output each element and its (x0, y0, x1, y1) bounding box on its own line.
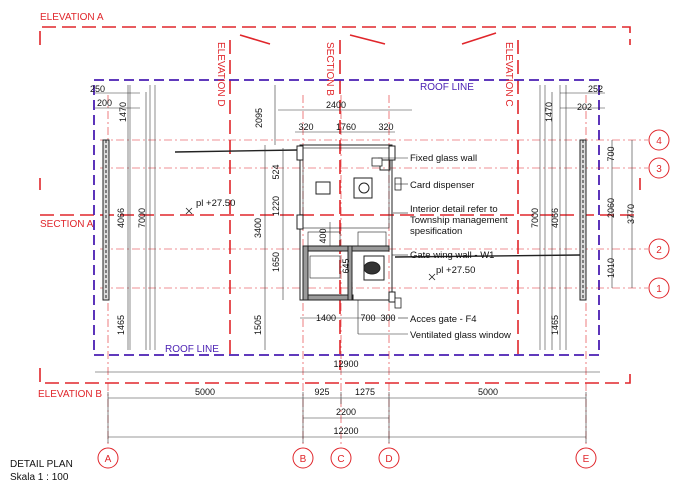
elevation-d-marker (229, 34, 271, 360)
elevation-a-marker (39, 26, 631, 45)
dim-top-200: 200 (97, 98, 112, 108)
label-elevation-c: ELEVATION C (503, 42, 514, 107)
dim-far-700: 700 (606, 146, 616, 161)
label-elevation-a: ELEVATION A (40, 12, 104, 23)
dim-mid-400: 400 (318, 228, 328, 243)
label-roof-line-bottom: ROOF LINE (165, 344, 219, 355)
note-gate-wing-wall: Gate wing wall - W1 (410, 250, 494, 261)
label-elevation-b: ELEVATION B (38, 389, 102, 400)
note-fixed-glass-wall: Fixed glass wall (410, 153, 477, 164)
dim-left-4066: 4066 (116, 208, 126, 228)
booth-fixtures (371, 157, 402, 309)
note-card-dispenser: Card dispenser (410, 180, 474, 191)
dim-right-1465: 1465 (550, 315, 560, 335)
dim-mid-1220: 1220 (271, 196, 281, 216)
dim-top-320b: 320 (378, 122, 393, 132)
dim-grid-5000b: 5000 (478, 387, 498, 397)
grid-bubble-b: B (300, 454, 307, 465)
note-ventilated-glass: Ventilated glass window (410, 330, 511, 341)
grid-bubble-4: 4 (656, 136, 662, 147)
note-interior-detail-1: Interior detail refer to (410, 204, 498, 215)
dim-bot-1400: 1400 (316, 313, 336, 323)
label-section-b: SECTION B (324, 42, 335, 96)
label-roof-line-top: ROOF LINE (420, 82, 474, 93)
dim-right-1470: 1470 (544, 102, 554, 122)
elevation-c-marker (461, 32, 519, 360)
dim-mid-645: 645 (341, 258, 351, 273)
dim-bot-700: 700 (360, 313, 375, 323)
dim-far-2060: 2060 (606, 198, 616, 218)
dim-grid-12200: 12200 (333, 426, 358, 436)
level-markers (185, 207, 436, 281)
dim-grid-1275: 1275 (355, 387, 375, 397)
dim-mid-524: 524 (271, 164, 281, 179)
dim-mid-1650: 1650 (271, 252, 281, 272)
dim-far-1010: 1010 (606, 258, 616, 278)
grid-bubble-2: 2 (656, 245, 662, 256)
dimension-lines (95, 85, 633, 443)
dim-top-250: 250 (90, 84, 105, 94)
note-interior-detail-2: Township management (410, 215, 508, 226)
level-right: pl +27.50 (436, 265, 475, 276)
dim-overall-12900: 12900 (333, 359, 358, 369)
dim-top-2095: 2095 (254, 108, 264, 128)
note-leaders (357, 157, 408, 335)
grid-bubble-c: C (337, 454, 344, 465)
gate-arms (174, 149, 581, 258)
dim-mid-3400: 3400 (253, 218, 263, 238)
dim-right-7000: 7000 (530, 208, 540, 228)
dim-right-202: 202 (577, 102, 592, 112)
title-scale: Skala 1 : 100 (10, 472, 69, 483)
grid-bubble-3: 3 (656, 164, 662, 175)
structure-lines (129, 85, 561, 350)
dim-grid-2200: 2200 (336, 407, 356, 417)
dim-grid-5000a: 5000 (195, 387, 215, 397)
dim-bot-300: 300 (380, 313, 395, 323)
grid-bubble-a: A (105, 454, 112, 465)
dim-grid-925: 925 (314, 387, 329, 397)
gatehouse-booth (296, 144, 396, 303)
right-canopy-wall (579, 139, 587, 301)
dim-right-252: 252 (588, 84, 603, 94)
dim-top-320a: 320 (298, 122, 313, 132)
dim-top-1470: 1470 (118, 102, 128, 122)
title-detail-plan: DETAIL PLAN (10, 459, 73, 470)
left-canopy-wall (102, 139, 110, 301)
dim-left-7000: 7000 (137, 208, 147, 228)
grid-bubble-d: D (385, 454, 392, 465)
note-access-gate: Acces gate - F4 (410, 314, 477, 325)
level-left: pl +27.50 (196, 198, 235, 209)
elevation-b-marker (39, 368, 631, 384)
section-b-marker (339, 34, 386, 370)
label-section-a: SECTION A (40, 219, 94, 230)
grid-bubble-1: 1 (656, 284, 662, 295)
dim-top-2400: 2400 (326, 100, 346, 110)
grid-bubble-e: E (583, 454, 590, 465)
grid-bubbles (97, 129, 670, 469)
dim-left-1465: 1465 (116, 315, 126, 335)
note-interior-detail-3: spesification (410, 226, 462, 237)
dim-right-4066: 4066 (550, 208, 560, 228)
dim-top-1760: 1760 (336, 122, 356, 132)
dim-far-3770: 3770 (626, 204, 636, 224)
label-elevation-d: ELEVATION D (215, 42, 226, 107)
dim-mid-1505: 1505 (253, 315, 263, 335)
